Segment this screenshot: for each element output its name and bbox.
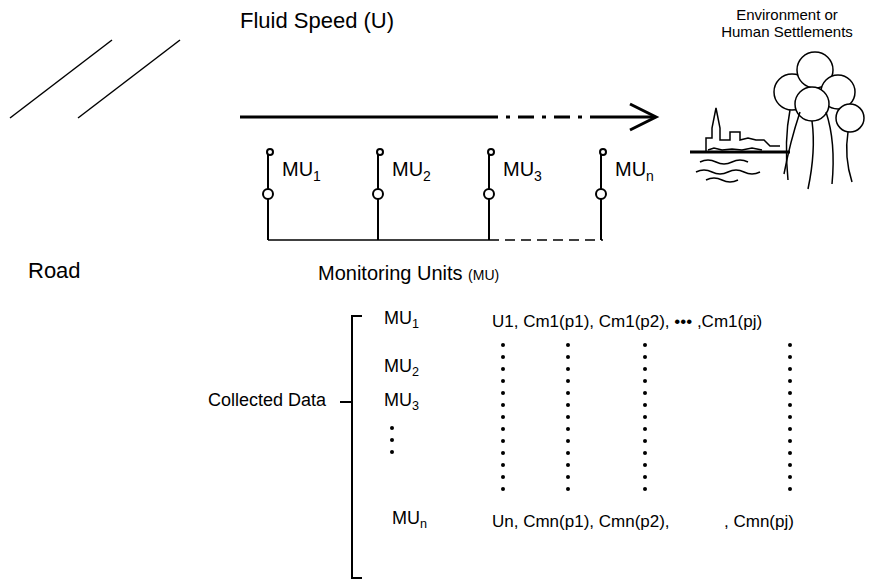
row-data: U1, Cm1(p1), Cm1(p2), ••• ,Cm1(pj) xyxy=(492,312,762,332)
monitoring-unit-symbols xyxy=(263,149,606,240)
row-label: MU2 xyxy=(384,356,419,377)
destination-label: Environment or Human Settlements xyxy=(712,6,862,41)
bracket xyxy=(340,316,362,578)
row-data: Un, Cmn(p1), Cmn(p2), xyxy=(492,512,670,532)
row-label: MU3 xyxy=(384,390,419,411)
road-label: Road xyxy=(28,258,81,283)
unit-label: MUn xyxy=(615,158,654,181)
road-line xyxy=(10,40,112,118)
flow-arrow xyxy=(240,104,656,130)
group-label: Monitoring Units (MU) xyxy=(318,262,499,285)
unit-label: MU1 xyxy=(282,158,321,181)
heading-label: Fluid Speed (U) xyxy=(240,8,394,33)
unit-label: MU2 xyxy=(392,158,431,181)
data-label: Collected Data xyxy=(208,390,326,411)
unit-label: MU3 xyxy=(503,158,542,181)
row-label: MU1 xyxy=(384,308,419,329)
row-data: , Cmn(pj) xyxy=(724,512,794,532)
settlement-illustration xyxy=(690,52,864,189)
row-label: MUn xyxy=(392,508,427,529)
road-line xyxy=(78,40,180,118)
ellipsis-dots xyxy=(390,343,792,491)
